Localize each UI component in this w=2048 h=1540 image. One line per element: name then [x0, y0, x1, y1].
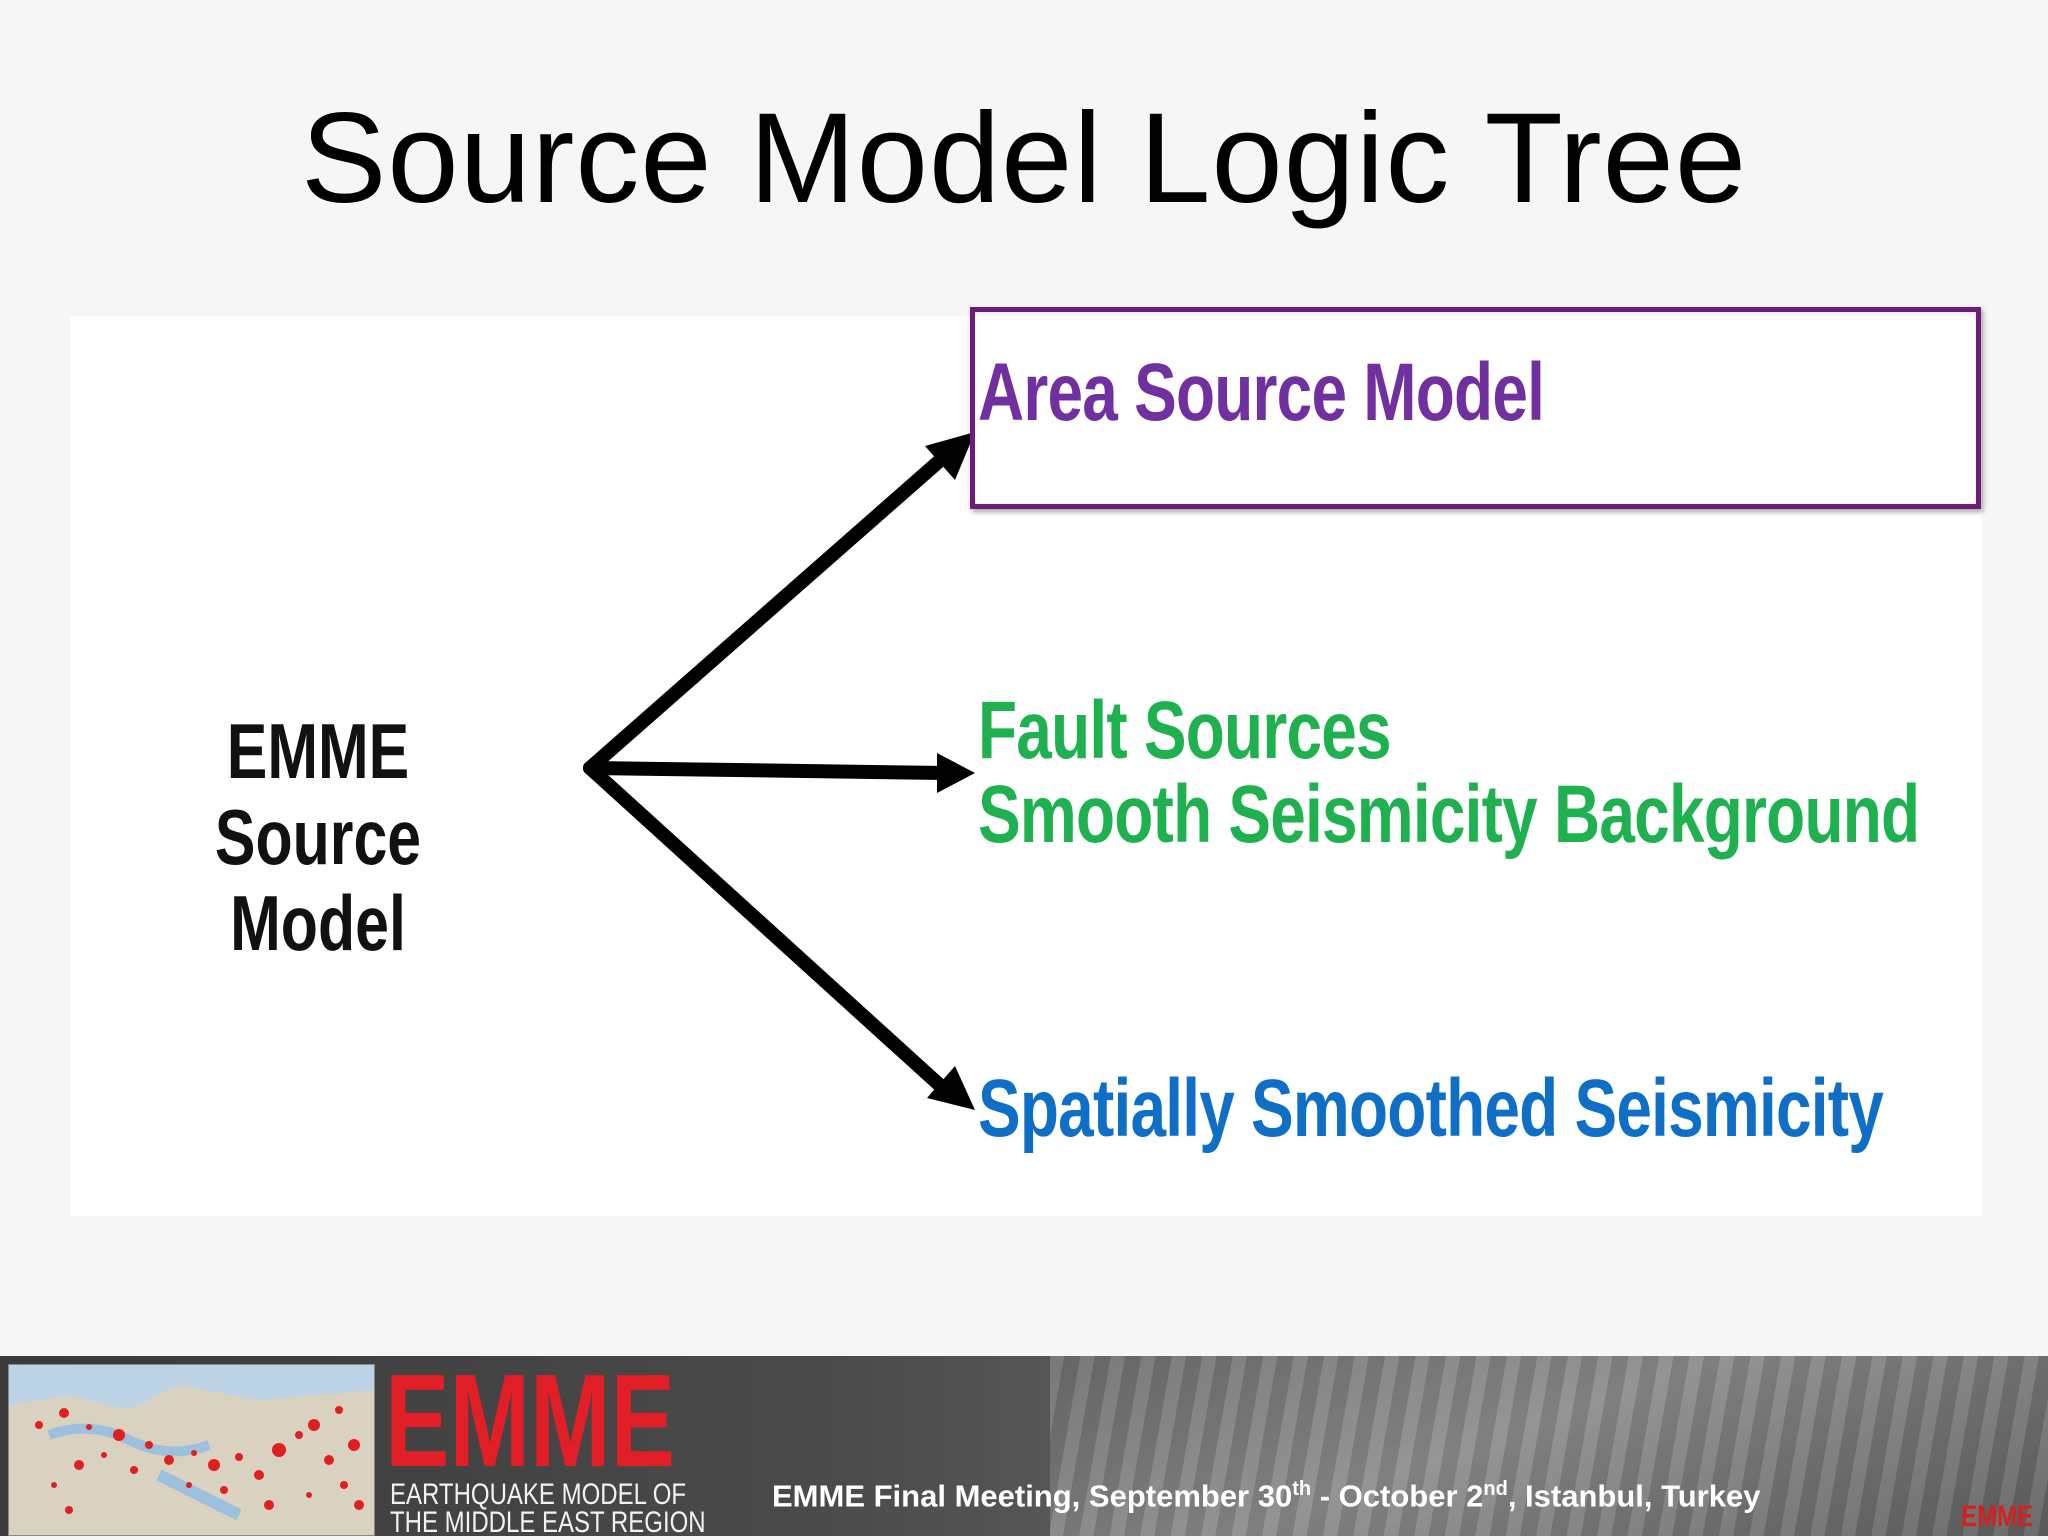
branch-area-source-model: Area Source Model	[978, 347, 1545, 438]
seismicity-map-thumbnail	[8, 1364, 375, 1536]
caption-part2: - October 2	[1311, 1478, 1484, 1514]
caption-part3: , Istanbul, Turkey	[1507, 1478, 1761, 1514]
branch-smooth-seismicity-background: Smooth Seismicity Background	[978, 769, 1920, 860]
arrow-to-area	[583, 449, 952, 775]
arrow-to-fault	[583, 761, 952, 780]
caption-sup1: th	[1292, 1478, 1312, 1500]
logo-subtitle-line1: EARTHQUAKE MODEL OF	[390, 1478, 687, 1511]
caption-part1: EMME Final Meeting, September 30	[772, 1478, 1293, 1514]
branch-spatially-smoothed-seismicity: Spatially Smoothed Seismicity	[978, 1063, 1884, 1154]
arrow-to-spatial	[583, 761, 952, 1097]
logo-subtitle-line2: THE MIDDLE EAST REGION	[390, 1506, 706, 1539]
footer-building-photo	[1050, 1356, 2048, 1536]
arrowhead-spatial	[927, 1066, 975, 1110]
slide-title: Source Model Logic Tree	[301, 87, 1747, 230]
arrowhead-area	[925, 432, 975, 480]
branch-fault-sources: Fault Sources	[978, 685, 1392, 776]
root-label-line2: Source Model	[214, 793, 422, 967]
emme-logo-text: EMME	[385, 1366, 675, 1476]
highlight-box	[970, 307, 1981, 509]
footer-banner: EMME EARTHQUAKE MODEL OF THE MIDDLE EAST…	[0, 1356, 2048, 1539]
corner-logo-mark: EMME	[1961, 1500, 2033, 1533]
root-label-line1: EMME	[226, 707, 410, 795]
caption-sup2: nd	[1483, 1478, 1508, 1500]
meeting-caption: EMME Final Meeting, September 30th - Oct…	[772, 1478, 1760, 1514]
diagram-panel	[70, 316, 1982, 1216]
emme-logo: EMME	[385, 1366, 675, 1476]
arrowhead-fault	[937, 753, 975, 793]
root-node-label: EMME Source Model	[108, 708, 528, 966]
